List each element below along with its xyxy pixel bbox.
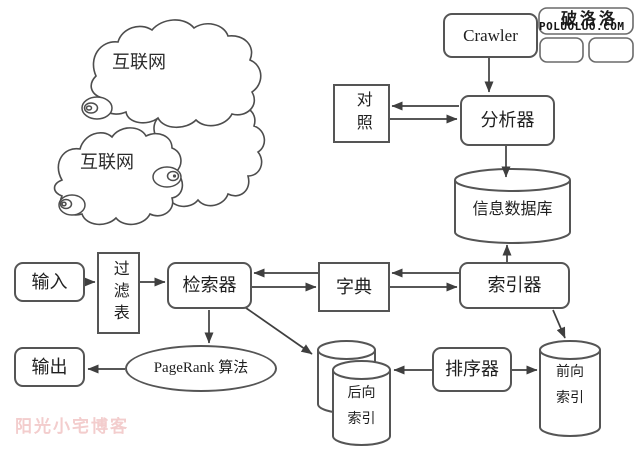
backward-index-text: 后向索引 — [347, 386, 376, 427]
cloud-internet-bottom — [53, 127, 184, 226]
cloud-label-internet-bottom: 互联网 — [80, 152, 134, 172]
node-compare: 对照 — [333, 84, 390, 143]
node-analyzer: 分析器 — [460, 95, 555, 146]
node-dictionary: 字典 — [318, 262, 390, 312]
cloud-swirl-middle — [152, 166, 182, 188]
node-retriever: 检索器 — [167, 262, 252, 309]
node-backward-index-label: 后向索引 — [333, 381, 390, 433]
node-forward-index-label: 前向索引 — [540, 360, 600, 412]
node-indexer: 索引器 — [459, 262, 570, 309]
node-crawler: Crawler — [443, 13, 538, 58]
node-sorter: 排序器 — [432, 347, 512, 392]
cloud-swirl-top — [81, 96, 113, 120]
cloud-internet-top — [90, 19, 262, 129]
db-forward-index-shape — [539, 340, 601, 437]
forward-index-text: 前向索引 — [555, 365, 584, 406]
logo-frame-boxes — [538, 7, 634, 63]
arrow-layer — [84, 58, 566, 375]
db-info-database-shape — [454, 168, 571, 244]
node-pagerank-algorithm: PageRank 算法 — [125, 345, 277, 392]
arrow-retriever-to-backward-index — [245, 307, 313, 355]
cloud-swirl-bottom-left — [58, 194, 86, 216]
node-input: 输入 — [14, 262, 85, 302]
db-backward-index-shape — [332, 360, 391, 446]
node-output: 输出 — [14, 347, 85, 387]
node-info-database-label: 信息数据库 — [472, 201, 553, 218]
arrow-indexer-to-forward-index — [552, 309, 566, 339]
cloud-label-internet-top: 互联网 — [112, 52, 166, 72]
node-filter-table: 过滤表 — [97, 252, 140, 334]
blog-watermark: 阳光小宅博客 — [15, 417, 129, 437]
site-logo-text: 破洛洛 — [561, 9, 619, 28]
site-logo-url: POLUOLUO.COM — [539, 20, 625, 33]
